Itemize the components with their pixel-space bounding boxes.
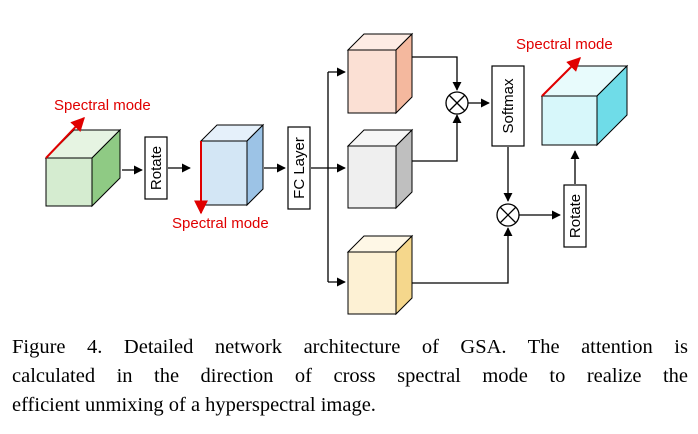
branch-cube-middle (346, 128, 414, 210)
fc-layer-box: FC Layer (287, 126, 311, 210)
gsa-architecture-diagram: Spectral mode Rotate Spectral mode FC La… (44, 32, 629, 316)
rotated-cube (194, 123, 265, 215)
spectral-mode-label-output: Spectral mode (516, 36, 613, 53)
rotate-label-2: Rotate (567, 194, 584, 238)
multiply-node-2 (496, 203, 520, 227)
rotate-box-2: Rotate (563, 184, 587, 248)
rotate-box-1: Rotate (144, 136, 168, 200)
branch-cube-bottom (346, 234, 414, 316)
caption-line-1: Figure 4. Detailed network architecture … (12, 336, 688, 358)
softmax-box: Softmax (491, 65, 525, 147)
fc-layer-label: FC Layer (291, 137, 308, 199)
spectral-mode-label-input: Spectral mode (54, 97, 151, 114)
figure-caption: Figure 4. Detailed network architecture … (12, 333, 688, 420)
caption-line-2: calculated in the direction of cross spe… (12, 365, 688, 387)
branch-cube-top (346, 32, 414, 115)
rotate-label-1: Rotate (148, 146, 165, 190)
caption-line-3: efficient unmixing of a hyperspectral im… (12, 394, 376, 416)
multiply-node-1 (445, 91, 469, 115)
softmax-label: Softmax (500, 78, 517, 134)
output-cube (540, 57, 629, 147)
input-cube (44, 116, 122, 208)
spectral-mode-label-rotated: Spectral mode (172, 215, 269, 232)
